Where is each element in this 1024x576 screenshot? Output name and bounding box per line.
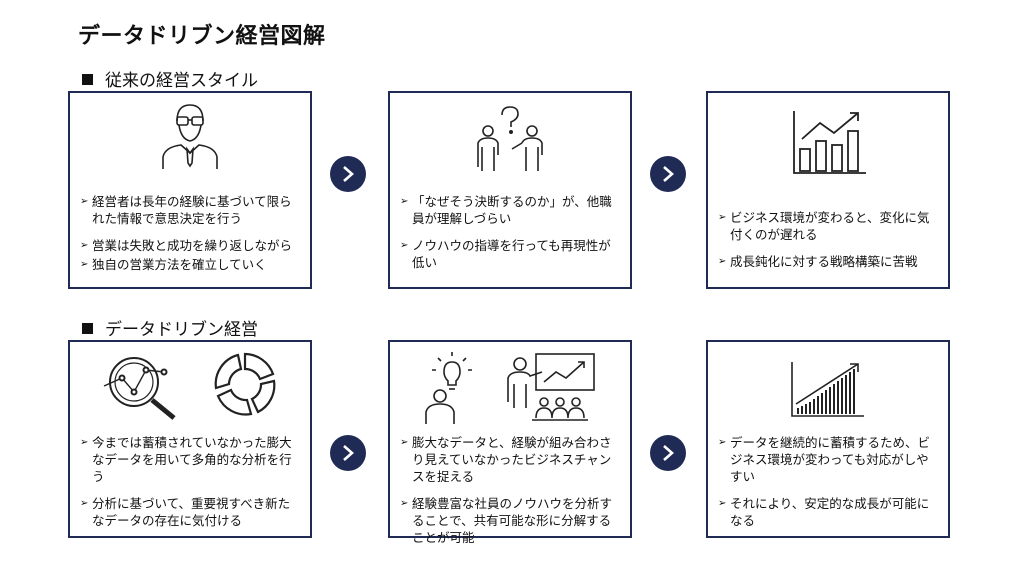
magnifier-analysis-icon [103, 357, 176, 420]
list-item: ➢「なぜそう決断するのか」が、他職員が理解しづらい [400, 194, 612, 226]
bar-chart-trend-icon [793, 111, 866, 174]
triangle-bullet-icon: ➢ [718, 256, 727, 267]
triangle-bullet-icon: ➢ [718, 498, 727, 509]
triangle-bullet-icon: ➢ [400, 196, 409, 207]
next-arrow-icon [330, 156, 366, 192]
data-driven-box-2: ➢膨大なデータと、経験が組み合わさり見えていなかったビジネスチャンスを捉える ➢… [388, 340, 632, 545]
triangle-bullet-icon: ➢ [80, 240, 89, 251]
list-item: ➢ビジネス環境が変わると、変化に気付くのが遅れる [718, 210, 930, 242]
traditional-box-1: ➢経営者は長年の経験に基づいて限られた情報で意思決定を行う ➢営業は失敗と成功を… [68, 91, 312, 289]
list-item: ➢独自の営業方法を確立していく [80, 257, 267, 272]
list-item: ➢分析に基づいて、重要視すべき新たなデータの存在に気付ける [80, 496, 291, 528]
list-item: ➢データを継続的に蓄積するため、ビジネス環境が変わっても対応がしやすい [718, 435, 931, 484]
idea-person-icon [425, 352, 472, 424]
confused-people-icon [477, 106, 543, 171]
list-item: ➢成長鈍化に対する戦略構築に苦戦 [718, 254, 918, 269]
donut-chart-icon [214, 352, 276, 416]
next-arrow-icon [650, 156, 686, 192]
next-arrow-icon [330, 435, 366, 471]
list-item: ➢営業は失敗と成功を繰り返しながら [80, 238, 293, 253]
square-bullet-icon [82, 74, 93, 85]
traditional-box-3: ➢ビジネス環境が変わると、変化に気付くのが遅れる ➢成長鈍化に対する戦略構築に苦… [706, 91, 950, 289]
data-driven-box-3: ➢データを継続的に蓄積するため、ビジネス環境が変わっても対応がしやすい ➢それに… [706, 340, 950, 538]
list-item: ➢それにより、安定的な成長が可能になる [718, 496, 930, 528]
triangle-bullet-icon: ➢ [718, 212, 727, 223]
list-item: ➢経営者は長年の経験に基づいて限られた情報で意思決定を行う [80, 194, 292, 226]
list-item: ➢膨大なデータと、経験が組み合わさり見えていなかったビジネスチャンスを捉える [400, 435, 612, 484]
triangle-bullet-icon: ➢ [400, 240, 409, 251]
next-arrow-icon [650, 435, 686, 471]
list-item: ➢ノウハウの指導を行っても再現性が低い [400, 238, 611, 270]
growth-chart-icon [791, 362, 864, 417]
triangle-bullet-icon: ➢ [400, 498, 409, 509]
list-item: ➢経験豊富な社員のノウハウを分析することで、共有可能な形に分解することが可能 [400, 496, 613, 545]
triangle-bullet-icon: ➢ [400, 437, 409, 448]
presentation-icon [507, 353, 595, 421]
triangle-bullet-icon: ➢ [80, 437, 89, 448]
triangle-bullet-icon: ➢ [80, 259, 89, 270]
traditional-box-2: ➢「なぜそう決断するのか」が、他職員が理解しづらい ➢ノウハウの指導を行っても再… [388, 91, 632, 289]
section-heading-traditional: 従来の経営スタイル [82, 66, 258, 91]
data-driven-box-1: ➢今までは蓄積されていなかった膨大なデータを用いて多角的な分析を行う ➢分析に基… [68, 340, 312, 538]
triangle-bullet-icon: ➢ [718, 437, 727, 448]
triangle-bullet-icon: ➢ [80, 498, 89, 509]
businessman-icon [162, 104, 218, 169]
page-title: データドリブン経営図解 [78, 24, 326, 49]
section-heading-data-driven: データドリブン経営 [82, 315, 258, 340]
square-bullet-icon [82, 323, 93, 334]
triangle-bullet-icon: ➢ [80, 196, 89, 207]
list-item: ➢今までは蓄積されていなかった膨大なデータを用いて多角的な分析を行う [80, 435, 292, 484]
